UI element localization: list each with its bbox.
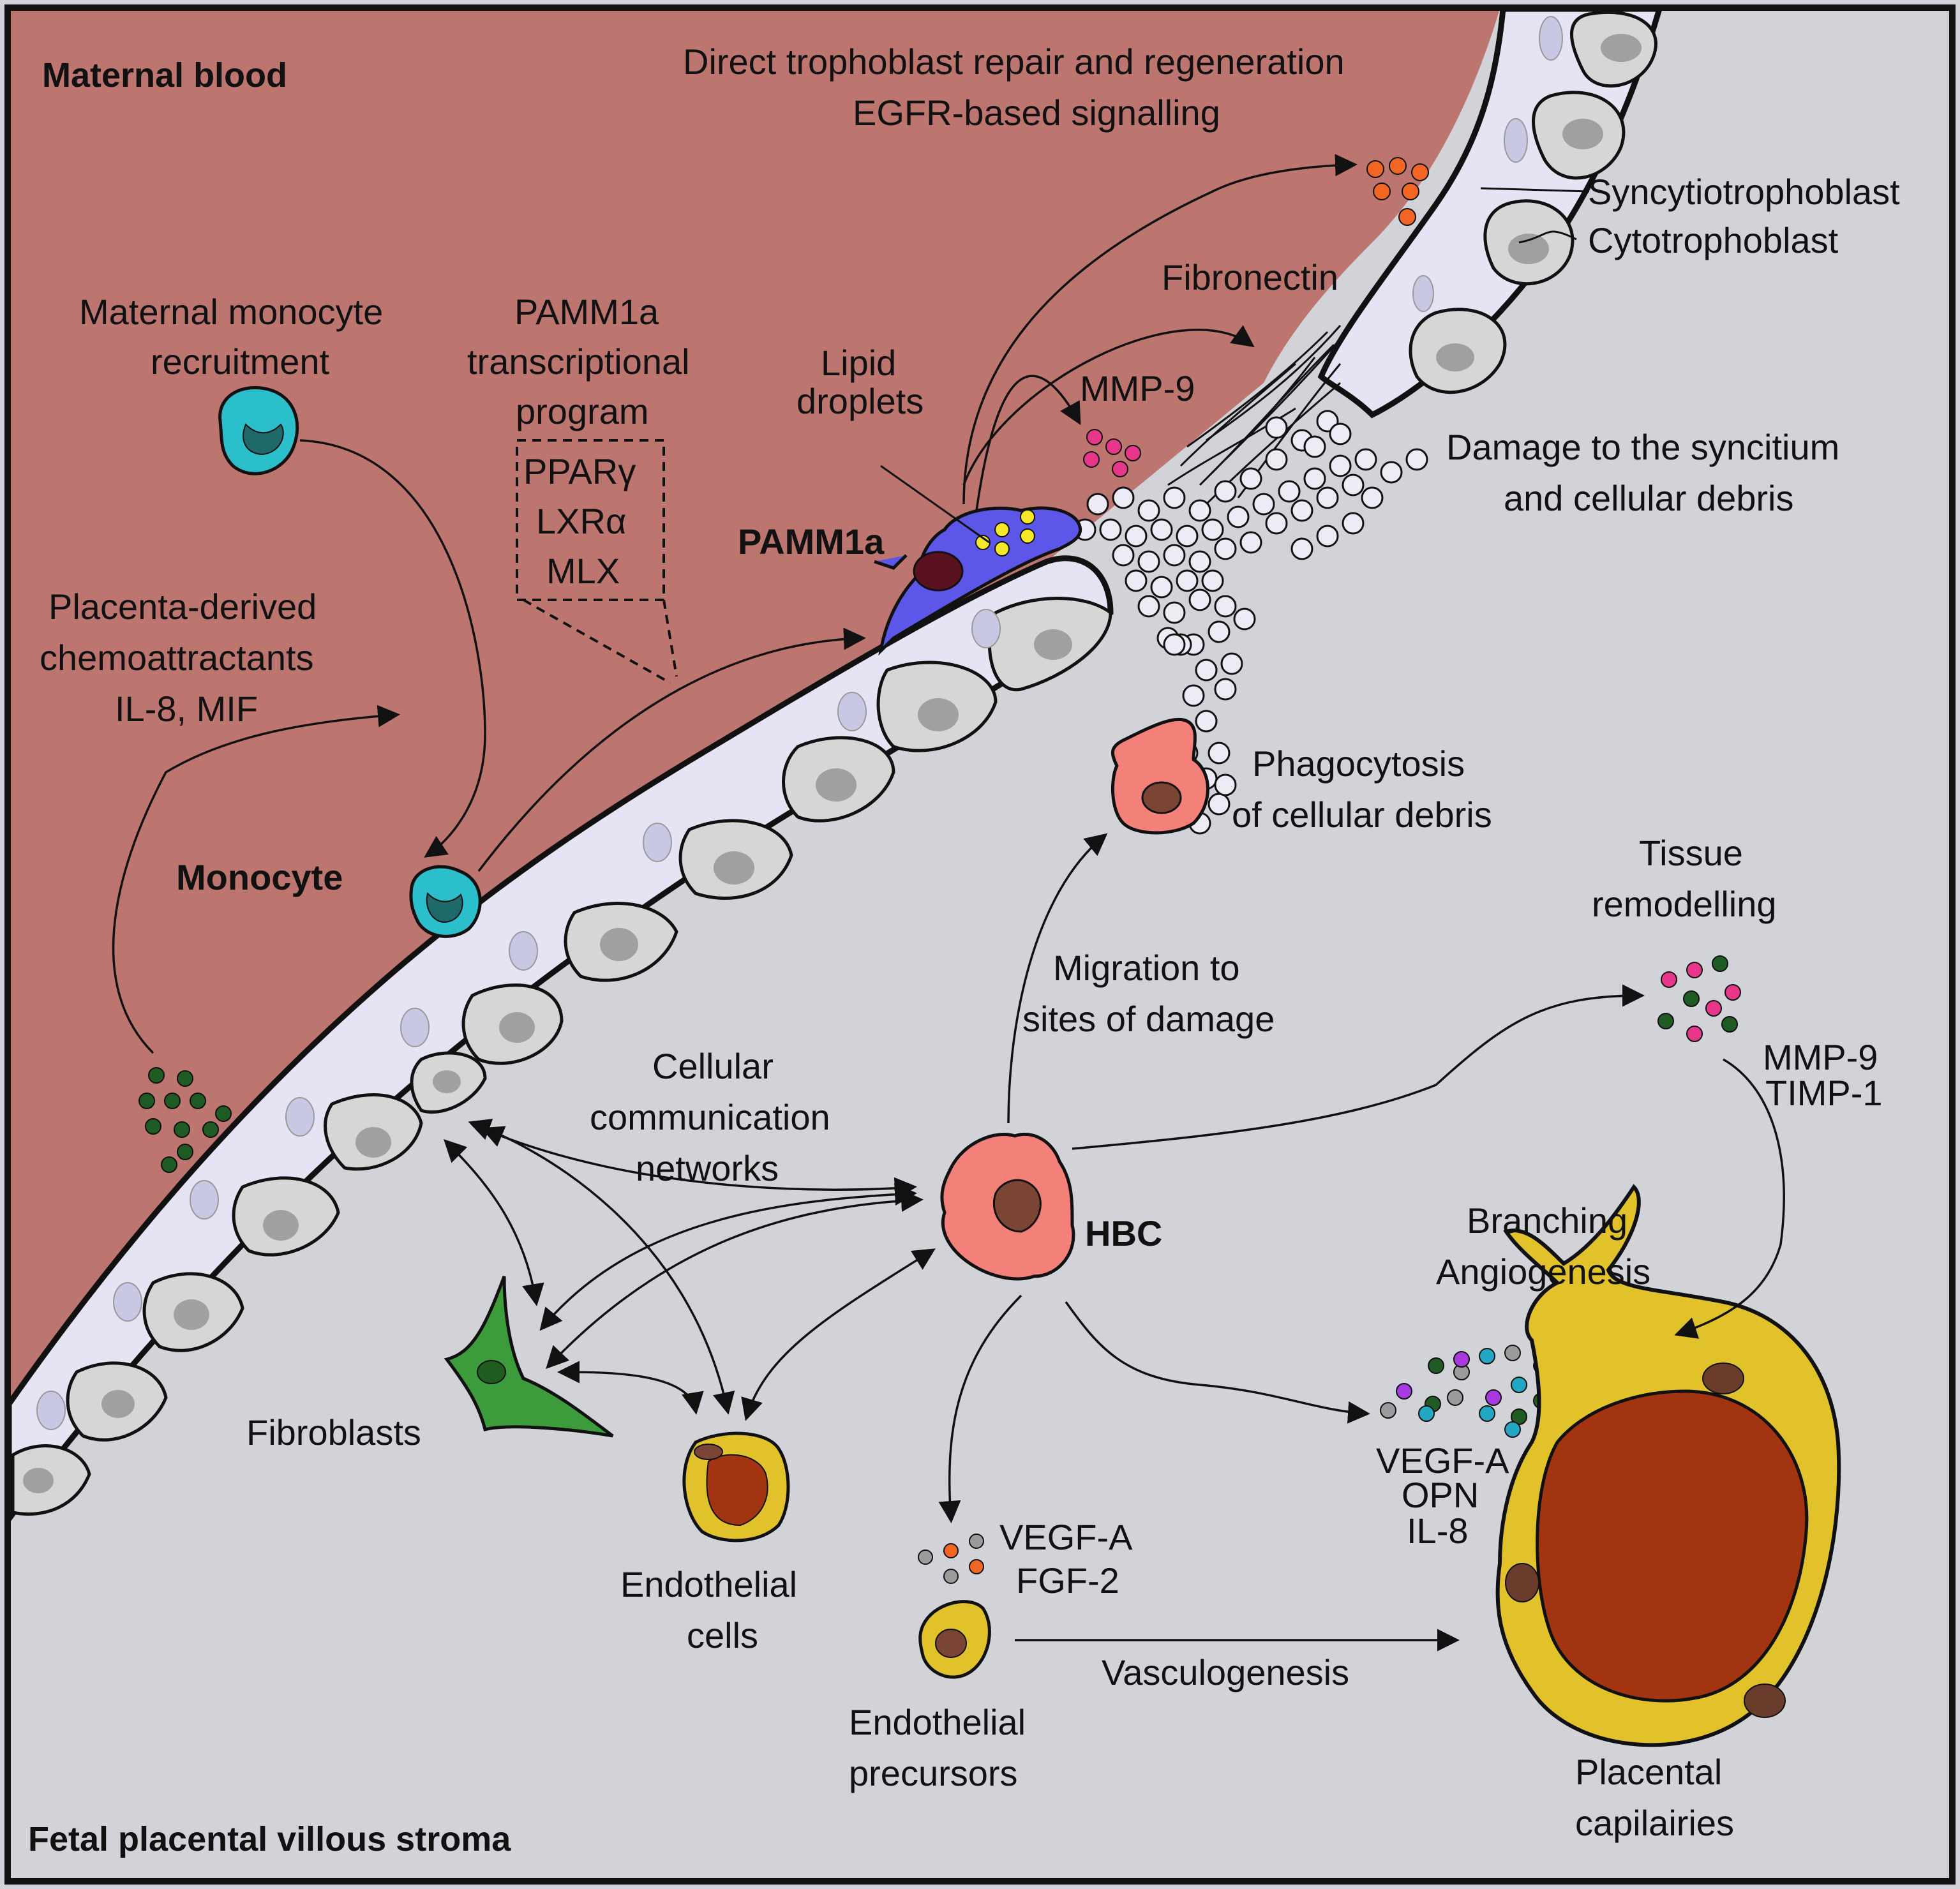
precursor-label-2: precursors [849, 1753, 1018, 1793]
damage-label-1: Damage to the syncitium [1446, 427, 1839, 467]
endothelial-label-1: Endothelial [620, 1564, 797, 1604]
repair-label-2: EGFR-based signalling [853, 93, 1220, 133]
monocyte-label: Monocyte [176, 857, 343, 897]
chemo-label-3: IL-8, MIF [115, 689, 258, 729]
hbc-macrophage-icon [940, 1132, 1075, 1281]
vegf-right-label: VEGF-A [1376, 1440, 1509, 1481]
phagocytic-hbc-icon [1111, 717, 1209, 835]
communication-label-2: communication [590, 1097, 830, 1137]
syncytiotrophoblast-label: Syncytiotrophoblast [1588, 172, 1900, 212]
opn-label: OPN [1402, 1475, 1479, 1515]
pamm1a-label: PAMM1a [738, 521, 885, 562]
chemo-label-1: Placenta-derived [49, 586, 317, 627]
il8-right-label: IL-8 [1407, 1511, 1469, 1551]
repair-dots-icon [1366, 157, 1429, 226]
branching-label-2: Angiogenesis [1436, 1251, 1650, 1292]
monocyte-icon [409, 865, 482, 938]
phagocytosis-label-2: of cellular debris [1232, 795, 1492, 835]
capillary-label-1: Placental [1575, 1752, 1722, 1792]
maternal-monocyte-icon [218, 385, 299, 475]
hbc-label: HBC [1085, 1213, 1162, 1253]
migration-label-2: sites of damage [1022, 999, 1275, 1039]
arrows [112, 154, 1785, 1652]
endothelial-cell-icon [682, 1431, 790, 1542]
lipid-label-1: Lipid [821, 343, 896, 383]
lipid-label-2: droplets [797, 381, 924, 421]
syncytial-nuclei-main [36, 609, 1001, 1430]
chemo-label-2: chemoattractants [40, 638, 314, 678]
fgf2-label: FGF-2 [1016, 1560, 1119, 1601]
phagocytosis-label-1: Phagocytosis [1252, 743, 1465, 784]
communication-label-3: networks [636, 1148, 779, 1188]
endothelial-label-2: cells [687, 1615, 758, 1655]
precursor-label-1: Endothelial [849, 1702, 1026, 1742]
branching-label-1: Branching [1467, 1200, 1627, 1241]
mmp9-dots-icon [1083, 429, 1141, 477]
cyto-nuclei-upper [1436, 34, 1642, 371]
fetal-stroma-label: Fetal placental villous stroma [28, 1820, 511, 1858]
recruitment-label-2: recruitment [151, 341, 330, 382]
leader-lines [880, 187, 1590, 544]
syncytial-nuclei-upper [1412, 16, 1563, 312]
program-label-3: program [516, 391, 649, 431]
endothelial-precursor-icon [918, 1600, 991, 1679]
program-label-1: PAMM1a [514, 292, 659, 332]
tissue-label-1: Tissue [1639, 833, 1743, 873]
growth-factor-dots-left-icon [918, 1534, 984, 1584]
damage-label-2: and cellular debris [1504, 478, 1793, 518]
cytotrophoblast-label: Cytotrophoblast [1588, 220, 1839, 260]
remodelling-dots-icon [1657, 955, 1741, 1042]
migration-label-1: Migration to [1053, 948, 1240, 988]
mmp9-top-label: MMP-9 [1080, 368, 1195, 408]
chemokine-dots-icon [138, 1067, 232, 1173]
tf-box-dash-right [662, 599, 678, 677]
maternal-blood-label: Maternal blood [42, 56, 287, 94]
vasculogenesis-label: Vasculogenesis [1102, 1652, 1349, 1692]
cyto-nuclei-main [23, 629, 1072, 1493]
fibronectin-label: Fibronectin [1162, 257, 1338, 297]
tissue-label-2: remodelling [1592, 884, 1777, 924]
recruitment-label-1: Maternal monocyte [79, 292, 383, 332]
tf-box-dash-left [523, 599, 671, 684]
tf-lxra-label: LXRα [536, 501, 626, 541]
repair-label-1: Direct trophoblast repair and regenerati… [683, 41, 1345, 82]
timp1-label: TIMP-1 [1765, 1073, 1883, 1113]
vegf-left-label: VEGF-A [999, 1517, 1133, 1557]
pamm1a-macrophage-icon [874, 506, 1082, 656]
program-label-2: transcriptional [467, 341, 690, 382]
tf-pparg-label: PPARγ [523, 451, 636, 491]
fibroblasts-label: Fibroblasts [246, 1412, 421, 1452]
communication-label-1: Cellular [652, 1046, 774, 1086]
mmp9-bottom-label: MMP-9 [1763, 1037, 1878, 1077]
tf-mlx-label: MLX [546, 551, 620, 591]
capillary-label-2: capilairies [1575, 1803, 1734, 1843]
capillary-icon [1495, 1184, 1841, 1747]
figure-border [4, 4, 1956, 1885]
